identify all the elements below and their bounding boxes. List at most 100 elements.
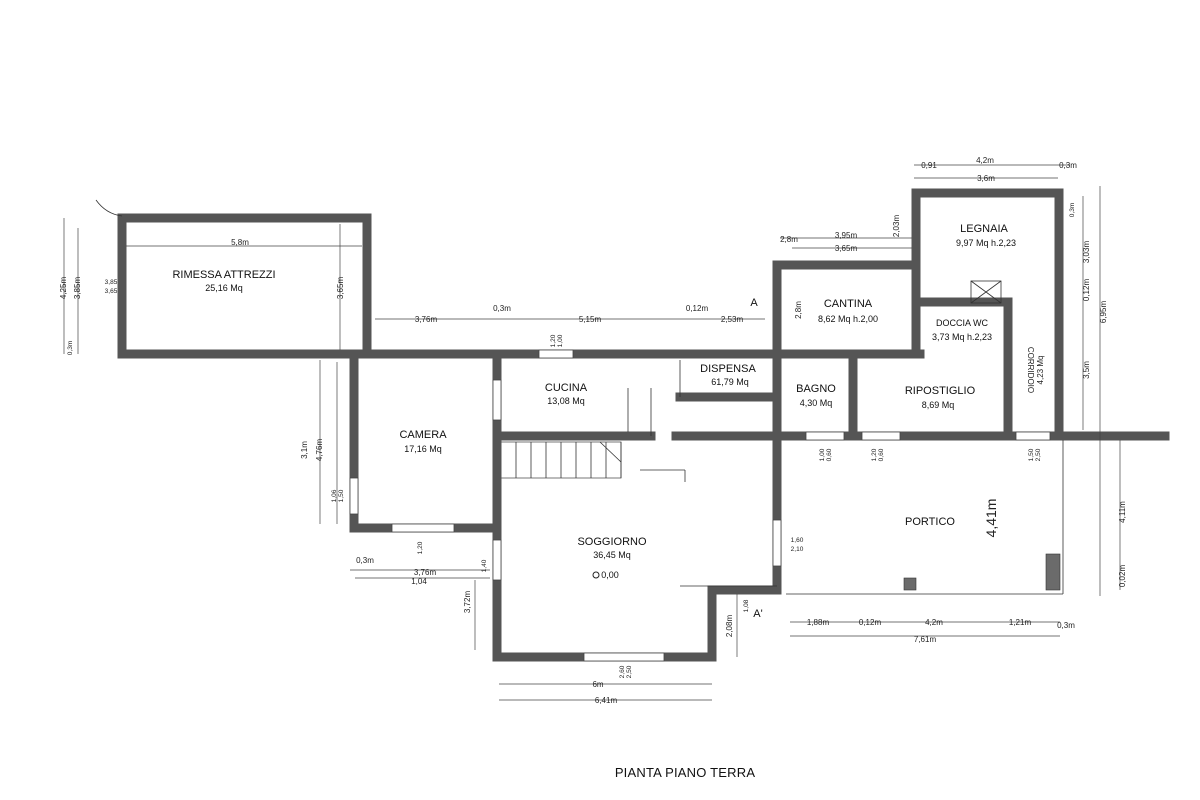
dim-sog-120: 1,20: [417, 541, 424, 554]
dim-top-03: 0,3m: [1059, 161, 1077, 170]
legnaia-area: 9,97 Mq h.2,23: [956, 238, 1016, 248]
dim-por-210: 2,10: [791, 546, 804, 553]
dim-rim-365s: 3,65: [105, 288, 118, 295]
dim-rim-385: 3,85m: [73, 277, 82, 300]
dim-top-091: 0,91: [921, 161, 937, 170]
dim-rim-365: 3,65m: [336, 277, 345, 300]
dim-bot-012: 0,12m: [859, 618, 882, 627]
dim-bot-42: 4,2m: [925, 618, 943, 627]
dim-l-695: 6,95m: [1099, 301, 1108, 324]
shaft: [970, 280, 1002, 304]
dim-sog-250: 2,50: [626, 665, 633, 678]
dim-rim-58: 5,8m: [231, 238, 249, 247]
dim-c-28: 2,8m: [780, 235, 798, 244]
legnaia-name: LEGNAIA: [960, 223, 1008, 235]
ripostiglio-name: RIPOSTIGLIO: [905, 385, 976, 397]
level-marker-symbol: [592, 571, 600, 579]
portico-name: PORTICO: [905, 516, 955, 528]
dim-por-441: 4,41m: [983, 499, 999, 538]
dim-bot-121: 1,21m: [1009, 618, 1032, 627]
walls: [95, 188, 1170, 662]
dim-m-03: 0,3m: [493, 304, 511, 313]
dim-w-100: 1,00: [557, 334, 564, 347]
camera-area: 17,16 Mq: [404, 444, 442, 454]
dim-w-250: 2,50: [1035, 448, 1042, 461]
corridoio-area: 4,23 Mq: [1036, 356, 1045, 385]
dim-cam-106: 1,06: [331, 489, 338, 502]
dispensa-area: 61,79 Mq: [711, 377, 749, 387]
dim-sog-140: 1,40: [481, 559, 488, 572]
dim-m-253: 2,53m: [721, 315, 744, 324]
bagno-area: 4,30 Mq: [800, 398, 833, 408]
soggiorno-name: SOGGIORNO: [577, 536, 647, 548]
shaft-cross-2: [970, 280, 1002, 304]
doccia-name: DOCCIA WC: [936, 318, 989, 328]
dim-top-36: 3,6m: [977, 174, 995, 183]
rimessa-corner-curve: [95, 199, 123, 217]
dim-rim-03: 0,3m: [67, 341, 74, 355]
dim-m-515: 5,15m: [579, 315, 602, 324]
window-soggiorno-south: [583, 652, 665, 662]
rimessa-walls: [117, 213, 372, 357]
dim-c-28v: 2,8m: [794, 301, 803, 319]
room-labels: RIMESSA ATTREZZI 25,16 Mq LEGNAIA 9,97 M…: [172, 223, 1045, 620]
dim-sog-6: 6m: [592, 680, 603, 689]
dim-por-002: 0,02m: [1118, 565, 1127, 588]
window-north-cucina: [538, 349, 574, 359]
dim-c-203: 2,03m: [892, 215, 901, 238]
level-marker: 0,00: [601, 570, 619, 580]
dimension-lines: [63, 164, 1121, 701]
cantina-area: 8,62 Mq h.2,00: [818, 314, 878, 324]
dim-por-411: 4,11m: [1118, 501, 1127, 523]
dim-cam-476: 4,76m: [315, 439, 324, 462]
camera-name: CAMERA: [399, 429, 447, 441]
cantina-walls: [772, 260, 921, 359]
dim-sog-260: 2,60: [619, 665, 626, 678]
dim-w-150: 1,50: [1028, 448, 1035, 461]
window-portico-door: [772, 519, 782, 567]
legnaia-walls: [911, 188, 1064, 441]
dim-rim-425: 4,25m: [59, 277, 68, 300]
section-marker-a-prime: A': [753, 608, 762, 620]
doccia-area: 3,73 Mq h.2,23: [932, 332, 992, 342]
plan-title: PIANTA PIANO TERRA: [614, 765, 756, 780]
dim-cam-376: 3,76m: [414, 568, 437, 577]
rimessa-area: 25,16 Mq: [205, 283, 243, 293]
dim-cam-150: 1,50: [338, 489, 345, 502]
window-bagno-south: [805, 431, 845, 441]
bagno-name: BAGNO: [796, 383, 836, 395]
dim-bot-761: 7,61m: [914, 635, 937, 644]
dim-cam-104: 1,04: [411, 577, 427, 586]
dispensa-name: DISPENSA: [700, 363, 756, 375]
dim-m-376: 3,76m: [415, 315, 438, 324]
dim-w-120b: 1,20: [871, 448, 878, 461]
rimessa-name: RIMESSA ATTREZZI: [172, 269, 275, 281]
dim-por-108: 1,08: [743, 599, 750, 612]
dim-l-012: 0,12m: [1082, 279, 1091, 302]
dim-w-100b: 1,00: [819, 448, 826, 461]
window-corridoio-south: [1015, 431, 1051, 441]
cucina-name: CUCINA: [545, 382, 588, 394]
dim-w-060b: 0,60: [878, 448, 885, 461]
dim-cam-372: 3,72m: [463, 591, 472, 614]
ripostiglio-area: 8,69 Mq: [922, 400, 955, 410]
portico-post-1: [903, 577, 917, 591]
stairs: [500, 441, 686, 482]
cucina-area: 13,08 Mq: [547, 396, 585, 406]
section-marker-a: A: [750, 297, 758, 309]
dim-sog-641: 6,41m: [595, 696, 618, 705]
dim-c-365: 3,65m: [835, 244, 858, 253]
dim-m-012: 0,12m: [686, 304, 709, 313]
dim-l-303: 3,03m: [1082, 241, 1091, 264]
window-cucina-door: [492, 379, 502, 421]
dim-bot-188: 1,88m: [807, 618, 830, 627]
dim-bot-03: 0,3m: [1057, 621, 1075, 630]
dim-por-160: 1,60: [791, 537, 804, 544]
dim-cam-31: 3,1m: [300, 441, 309, 459]
portico-post-2: [1045, 553, 1061, 591]
dim-w-120: 1,20: [550, 334, 557, 347]
window-ripost-south: [861, 431, 901, 441]
window-camera-west: [349, 477, 359, 515]
dim-rim-385b: 3,85: [105, 279, 118, 286]
